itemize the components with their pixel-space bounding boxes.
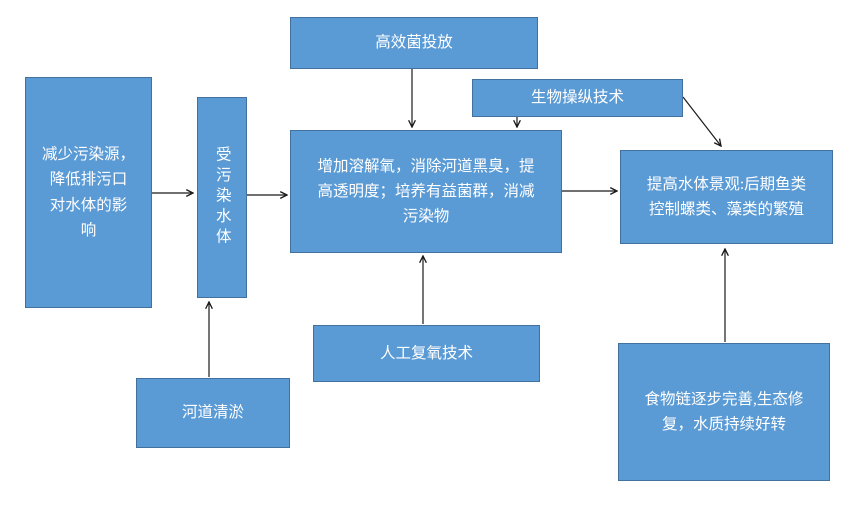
node-bio-manipulation: 生物操纵技术 — [472, 79, 683, 117]
node-reduce-pollution-source: 减少污染源， 降低排污口 对水体的影 响 — [25, 77, 152, 308]
node-efficient-bacteria: 高效菌投放 — [290, 17, 538, 69]
node-core-effect: 增加溶解氧，消除河道黑臭，提 高透明度；培养有益菌群，消减 污染物 — [290, 130, 562, 253]
node-artificial-oxygen: 人工复氧技术 — [313, 325, 540, 382]
node-polluted-water: 受污染水体 — [197, 97, 247, 298]
node-food-chain: 食物链逐步完善,生态修 复，水质持续好转 — [618, 343, 830, 481]
arrow-bio-to-landscape — [682, 96, 721, 146]
node-water-landscape: 提高水体景观:后期鱼类 控制螺类、藻类的繁殖 — [620, 150, 833, 244]
node-river-dredging: 河道清淤 — [136, 378, 290, 448]
